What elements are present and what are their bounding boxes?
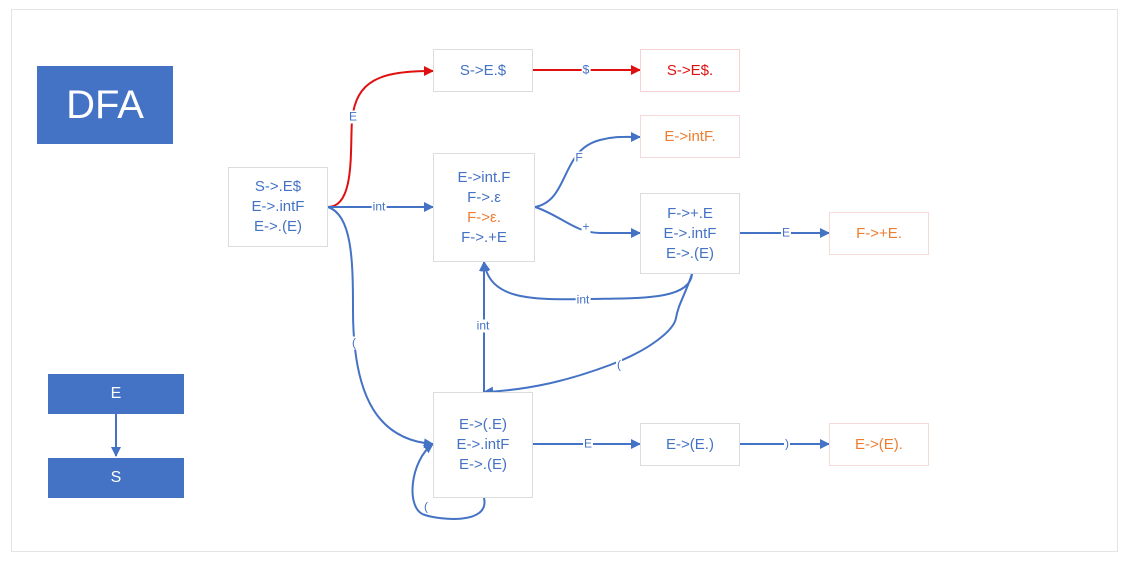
state-start: S->.E$ E->.intF E->.(E) xyxy=(228,167,328,247)
state-line: S->E$. xyxy=(666,61,714,79)
state-line: S->E.$ xyxy=(459,61,507,79)
label-paren-to-int: int xyxy=(475,318,491,333)
state-line: E->.intF xyxy=(663,224,717,242)
label-paren-to-parene: E xyxy=(582,436,594,451)
label-int-to-plus: + xyxy=(581,219,591,234)
label-plus-to-paren: ( xyxy=(616,357,622,372)
label-paren-self: ( xyxy=(423,499,429,514)
state-line: E->intF. xyxy=(664,127,716,145)
label-start-to-paren: ( xyxy=(351,335,357,350)
state-line: F->.+E xyxy=(461,228,507,246)
label-plus-to-pluse: E xyxy=(780,225,792,240)
legend-box-s: S xyxy=(48,458,184,498)
label-se-to-accept: $ xyxy=(581,62,591,77)
state-line: F->+.E xyxy=(667,204,713,222)
state-line: E->(E). xyxy=(855,435,903,453)
label-parene-to-close: ) xyxy=(784,436,790,451)
label-int-to-intf: F xyxy=(574,150,584,165)
label-start-to-se: E xyxy=(347,109,359,124)
state-line: E->.intF xyxy=(456,436,510,453)
state-line: F->.ε xyxy=(467,188,501,206)
state-line: E->.intF xyxy=(251,198,305,215)
state-paren-e: E->(E.) xyxy=(640,423,740,466)
state-se: S->E.$ xyxy=(433,49,533,92)
state-int: E->int.F F->.ε F->ε. F->.+E xyxy=(433,153,535,262)
state-line: E->(.E) xyxy=(459,416,507,433)
edge-start-to-paren xyxy=(327,206,434,449)
edge-plus-to-paren xyxy=(483,273,693,397)
diagram-title: DFA xyxy=(37,66,173,144)
diagram-frame xyxy=(11,9,1118,552)
state-paren: E->(.E) E->.intF E->.(E) xyxy=(433,392,533,498)
state-line: E->int.F xyxy=(457,168,511,186)
edge-paren-self xyxy=(411,443,486,520)
state-plus-e: F->+E. xyxy=(829,212,929,255)
state-line: E->.(E) xyxy=(254,218,302,235)
state-line: F->+E. xyxy=(856,224,902,242)
label-start-to-int: int xyxy=(371,199,387,214)
label-plus-to-int: int xyxy=(575,292,591,307)
state-intf: E->intF. xyxy=(640,115,740,158)
state-line-accepting: F->ε. xyxy=(467,208,501,226)
state-line: E->(E.) xyxy=(666,435,714,453)
state-line: E->.(E) xyxy=(459,456,507,473)
state-line: S->.E$ xyxy=(254,178,302,195)
legend-box-e: E xyxy=(48,374,184,414)
state-paren-close: E->(E). xyxy=(829,423,929,466)
state-line: E->.(E) xyxy=(666,244,714,262)
edge-int-to-intf xyxy=(534,131,641,208)
edge-int-to-plus xyxy=(534,206,641,238)
state-s-accept: S->E$. xyxy=(640,49,740,92)
state-plus: F->+.E E->.intF E->.(E) xyxy=(640,193,740,274)
